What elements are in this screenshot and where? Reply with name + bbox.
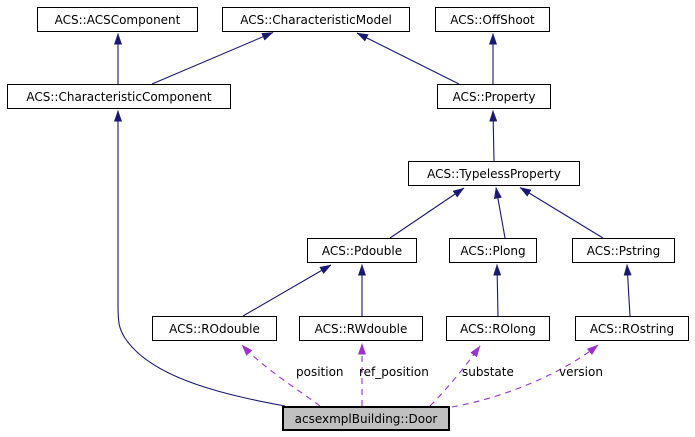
node-acs-pstring[interactable]: ACS::Pstring bbox=[572, 238, 675, 263]
edge-label-version: version bbox=[559, 365, 603, 379]
node-acs-acscomponent[interactable]: ACS::ACSComponent bbox=[37, 7, 198, 32]
edge-label-position: position bbox=[296, 365, 344, 379]
edge-inherit-plong-to-typeless-property bbox=[493, 187, 506, 239]
node-acsexmplbuilding-door: acsexmplBuilding::Door bbox=[282, 406, 450, 431]
node-acs-pdouble[interactable]: ACS::Pdouble bbox=[307, 238, 417, 263]
edge-inherit-typeless-property-to-property bbox=[489, 110, 498, 162]
edge-label-ref-position: ref_position bbox=[359, 365, 429, 379]
edge-inherit-rolong-to-plong bbox=[493, 264, 502, 317]
node-acs-characteristiccomponent[interactable]: ACS::CharacteristicComponent bbox=[7, 84, 231, 109]
node-acs-rostring[interactable]: ACS::ROstring bbox=[575, 316, 689, 341]
edge-label-substate: substate bbox=[462, 365, 514, 379]
edge-usage-position-door-to-rodouble bbox=[241, 344, 321, 407]
node-acs-characteristicmodel[interactable]: ACS::CharacteristicModel bbox=[222, 7, 410, 32]
node-acs-rodouble[interactable]: ACS::ROdouble bbox=[152, 316, 277, 341]
node-acs-offshoot[interactable]: ACS::OffShoot bbox=[435, 7, 550, 32]
node-acs-typelessproperty[interactable]: ACS::TypelessProperty bbox=[408, 161, 580, 186]
node-acs-property[interactable]: ACS::Property bbox=[437, 84, 551, 109]
edge-usage-version-door-to-rostring bbox=[451, 344, 599, 408]
edge-inherit-rodouble-to-pdouble bbox=[242, 264, 332, 317]
node-acs-rolong[interactable]: ACS::ROlong bbox=[446, 316, 550, 341]
edge-inherit-pdouble-to-typeless-property bbox=[389, 187, 465, 239]
edge-inherit-rostring-to-pstring bbox=[623, 264, 632, 317]
edge-inherit-characteristic-component-to-characteristic-model bbox=[151, 31, 274, 85]
edge-inherit-pstring-to-typeless-property bbox=[519, 187, 604, 239]
node-acs-plong[interactable]: ACS::Plong bbox=[449, 238, 537, 263]
edge-usage-substate-door-to-rolong bbox=[429, 345, 481, 407]
edge-inherit-door-to-characteristic-component bbox=[114, 110, 286, 407]
edge-inherit-property-to-characteristic-model bbox=[356, 32, 460, 85]
node-acs-rwdouble[interactable]: ACS::RWdouble bbox=[299, 316, 423, 341]
